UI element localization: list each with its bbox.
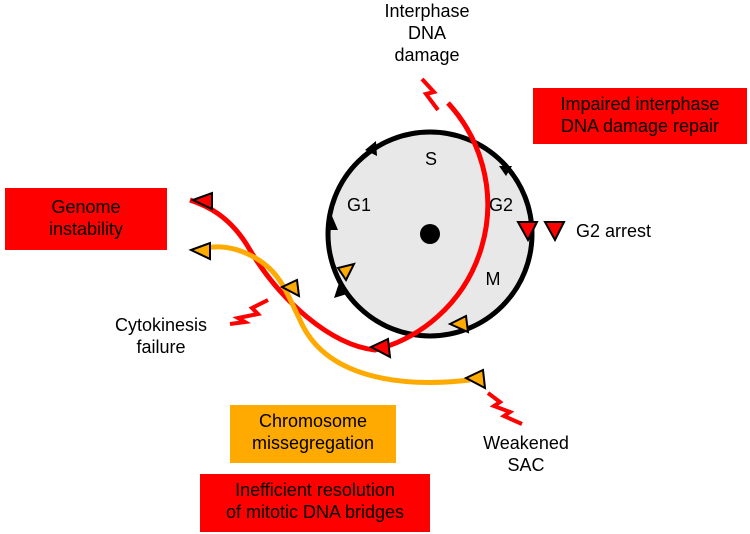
orange-pathway — [194, 244, 471, 385]
cell-center-dot — [420, 224, 440, 244]
interphase-dna-damage-line-3: damage — [394, 45, 460, 65]
cycle-arrow-top-right — [499, 166, 512, 176]
genome-instability-box: Genome instability — [5, 188, 167, 250]
red-arrowhead-instability — [190, 191, 213, 211]
chromosome-missegregation-box: Chromosome missegregation — [230, 405, 396, 463]
impaired-repair-line-1: Impaired interphase — [560, 94, 720, 114]
lightning-bolt-cytokinesis-icon — [229, 298, 269, 326]
inefficient-resolution-line-1: Inefficient resolution — [235, 480, 395, 500]
genome-instability-line-2: instability — [48, 219, 124, 239]
cycle-arrow-bottom-left — [334, 283, 347, 298]
genome-instability-line-1: Genome — [51, 197, 121, 217]
orange-arrowhead-instability — [188, 241, 211, 261]
cycle-arrow-left — [327, 216, 338, 230]
phase-label-m: M — [485, 269, 501, 289]
cycle-arrow-top-left — [365, 141, 377, 156]
orange-arrowhead-cytokinesis — [279, 278, 301, 298]
chromosome-missegregation-line-1: Chromosome — [258, 411, 368, 431]
cytokinesis-failure-label: Cytokinesis failure — [100, 314, 222, 358]
red-arrowhead-g2-inner — [516, 221, 539, 243]
red-arrowhead-g2-outer — [543, 221, 566, 243]
lightning-bolt-interphase-icon — [420, 77, 440, 112]
cytokinesis-failure-line-1: Cytokinesis — [114, 315, 208, 335]
phase-label-s: S — [424, 149, 437, 169]
interphase-dna-damage-line-2: DNA — [407, 23, 446, 43]
cytokinesis-failure-line-2: failure — [136, 337, 186, 357]
weakened-sac-line-2: SAC — [507, 455, 545, 475]
red-arrowhead-bottom — [368, 337, 392, 359]
inefficient-resolution-box: Inefficient resolution of mitotic DNA br… — [200, 474, 430, 532]
g2-arrest-label: G2 arrest — [576, 221, 652, 241]
chromosome-missegregation-line-2: missegregation — [251, 433, 375, 453]
interphase-dna-damage-label: Interphase DNA damage — [368, 0, 486, 66]
orange-arrowhead-sac — [463, 368, 487, 390]
lightning-bolt-sac-icon — [486, 391, 523, 426]
phase-label-g2: G2 — [488, 195, 513, 215]
weakened-sac-label: Weakened SAC — [468, 432, 584, 476]
impaired-repair-box: Impaired interphase DNA damage repair — [533, 88, 747, 144]
impaired-repair-line-2: DNA damage repair — [560, 116, 720, 136]
orange-arrowhead-cycle-left — [336, 262, 356, 282]
orange-arrowhead-cycle-bottom — [447, 314, 470, 334]
interphase-dna-damage-line-1: Interphase — [384, 1, 470, 21]
phase-label-g1: G1 — [346, 195, 371, 215]
inefficient-resolution-line-2: of mitotic DNA bridges — [225, 502, 405, 522]
weakened-sac-line-1: Weakened — [483, 433, 569, 453]
